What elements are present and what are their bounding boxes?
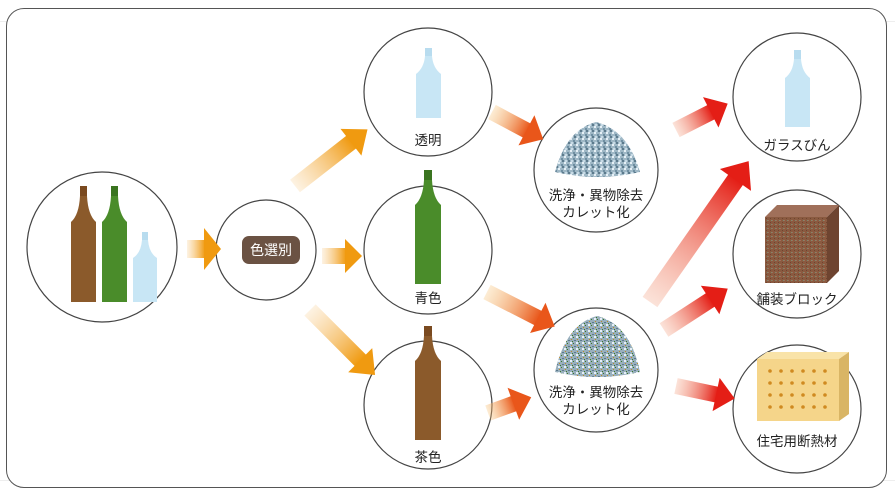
arrow-sort-to-brown <box>304 304 376 376</box>
green-bottle-icon <box>102 186 127 302</box>
out-insulation-label: 住宅用断熱材 <box>756 434 838 450</box>
paving-block-icon <box>765 205 839 283</box>
out-bottle-label: ガラスびん <box>763 138 831 154</box>
clear-label: 透明 <box>414 133 442 149</box>
arrow-process-bottom-to-insulation <box>674 377 735 412</box>
mixed-cullet-pile-icon <box>555 316 640 377</box>
sort-label: 色選別 <box>242 236 300 264</box>
clear-bottle-icon <box>416 48 441 118</box>
arrow-brown-to-process <box>485 387 532 421</box>
arrow-source-to-sort <box>187 228 221 270</box>
brown-label: 茶色 <box>414 450 442 466</box>
arrow-green-to-process <box>483 284 555 334</box>
arrow-sort-to-clear <box>290 128 368 193</box>
process-bottom-label-line2: カレット化 <box>562 402 630 418</box>
process-top-label-line2: カレット化 <box>562 205 630 221</box>
insulation-board-icon <box>757 352 849 421</box>
arrow-process-bottom-to-block <box>659 285 728 337</box>
clear-cullet-pile-icon <box>555 122 640 177</box>
green-bottle-icon <box>415 170 441 284</box>
arrow-process-top-to-bottle <box>672 97 728 138</box>
glass-bottle-product-icon <box>785 50 810 127</box>
process-top-label-line1: 洗浄・異物除去 <box>548 188 644 204</box>
process-bottom-label: 洗浄・異物除去 カレット化 <box>549 385 644 419</box>
green-label: 青色 <box>414 291 442 307</box>
arrow-clear-to-process <box>488 104 544 146</box>
arrow-sort-to-green <box>322 239 362 273</box>
arrow-process-bottom-to-bottle <box>642 161 752 308</box>
clear-bottle-icon <box>133 232 157 302</box>
process-bottom-label-line1: 洗浄・異物除去 <box>548 385 644 401</box>
brown-bottle-icon <box>415 326 441 440</box>
process-top-label: 洗浄・異物除去 カレット化 <box>549 188 644 222</box>
brown-bottle-icon <box>71 186 96 302</box>
out-block-label: 舗装ブロック <box>756 292 838 308</box>
